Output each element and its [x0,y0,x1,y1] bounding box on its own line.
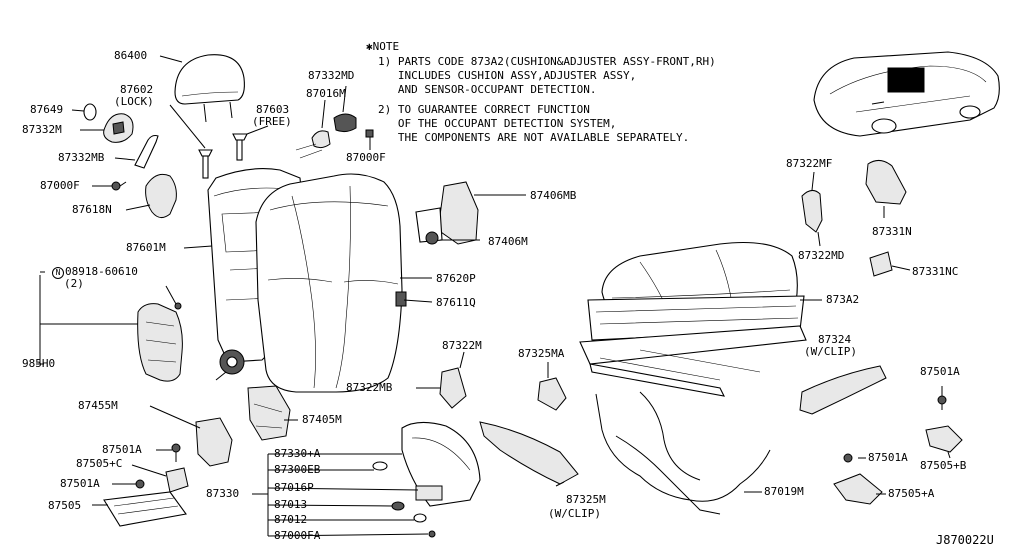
screw-left [111,181,127,191]
label-985h0: 985H0 [22,357,56,370]
label-87501a-left2: 87501A [60,477,100,490]
label-87501a-left1: 87501A [102,443,142,456]
label-87325ma: 87325MA [518,347,565,360]
label-87325m: 87325M [566,493,606,506]
label-87602: 87602 [120,83,154,96]
side-finisher [372,421,481,538]
label-87601m: 87601M [126,241,166,254]
label-87000f-left: 87000F [40,179,80,192]
label-87013: 87013 [274,498,308,511]
recliner-cover [145,173,177,218]
diagram-id: J870022U [936,533,994,547]
label-87406m: 87406M [488,235,528,248]
label-87602-lock: (LOCK) [114,95,154,108]
headrest-illustration [174,54,245,123]
label-87000f-top: 87000F [346,151,386,164]
note-line-1: 1) PARTS CODE 873A2(CUSHION&ADJUSTER ASS… [378,55,716,68]
seatback-cushion [255,173,407,393]
label-87501a-right2: 87501A [868,451,908,464]
label-87300eb: 87300EB [274,463,321,476]
label-87012: 87012 [274,513,308,526]
label-87611q: 87611Q [436,296,476,309]
wiring-harness [595,391,771,515]
label-87603-free: (FREE) [252,115,292,128]
note-line-4: 2) TO GUARANTEE CORRECT FUNCTION [378,103,590,116]
cover-strap [134,134,159,169]
label-87501a-right1: 87501A [920,365,960,378]
note-line-6: THE COMPONENTS ARE NOT AVAILABLE SEPARAT… [378,131,690,144]
label-08918-code: 08918-60610 [65,265,138,278]
label-87332md: 87332MD [308,69,355,82]
label-87019m: 87019M [764,485,804,498]
label-87332mb-top: 87332MB [58,151,105,164]
label-87620p: 87620P [436,272,476,285]
note-line-5: OF THE OCCUPANT DETECTION SYSTEM, [378,117,617,130]
label-87405m: 87405M [302,413,342,426]
label-87505a: 87505+A [888,487,935,500]
circle-n-icon: N [52,267,64,279]
lumbar-parts [295,113,374,159]
recliner-knob-parts [83,103,134,143]
label-87331nc: 87331NC [912,265,959,278]
label-87505b: 87505+B [920,459,967,472]
note-line-2: INCLUDES CUSHION ASSY,ADJUSTER ASSY, [378,69,637,82]
label-87331n: 87331N [872,225,912,238]
headrest-guides [198,133,248,179]
back-board-bracket [415,181,479,245]
label-87330a: 87330+A [274,447,321,460]
label-873a2: 873A2 [826,293,860,306]
label-87505: 87505 [48,499,82,512]
label-87505c: 87505+C [76,457,123,470]
label-87016m: 87016M [306,87,346,100]
label-87324-clip: (W/CLIP) [804,345,857,358]
label-87322m: 87322M [442,339,482,352]
label-87649: 87649 [30,103,64,116]
seat-cushion-assembly [579,241,807,397]
cushion-side-parts [439,367,567,411]
note-line-3: AND SENSOR-OCCUPANT DETECTION. [378,83,597,96]
note-header: ✱NOTE [366,40,400,53]
label-87000fa: 87000FA [274,529,321,542]
label-87016p: 87016P [274,481,314,494]
car-location-thumbnail [813,51,1000,137]
label-87322mb-mid: 87322MB [346,381,393,394]
label-08918-qty: (2) [64,277,84,290]
label-87455m: 87455M [78,399,118,412]
label-87322md: 87322MD [798,249,845,262]
label-87324: 87324 [818,333,852,346]
label-87322mf: 87322MF [786,157,833,170]
label-87406mb: 87406MB [530,189,577,202]
label-87330: 87330 [206,487,240,500]
cushion-finisher [479,421,579,485]
side-airbag-module [137,303,183,382]
label-87325m-clip: (W/CLIP) [548,507,601,520]
label-87603: 87603 [256,103,290,116]
label-86400: 86400 [114,49,148,62]
label-87618n: 87618N [72,203,112,216]
label-87332m: 87332M [22,123,62,136]
back-lower-covers [195,385,291,467]
right-side-parts [799,160,963,505]
